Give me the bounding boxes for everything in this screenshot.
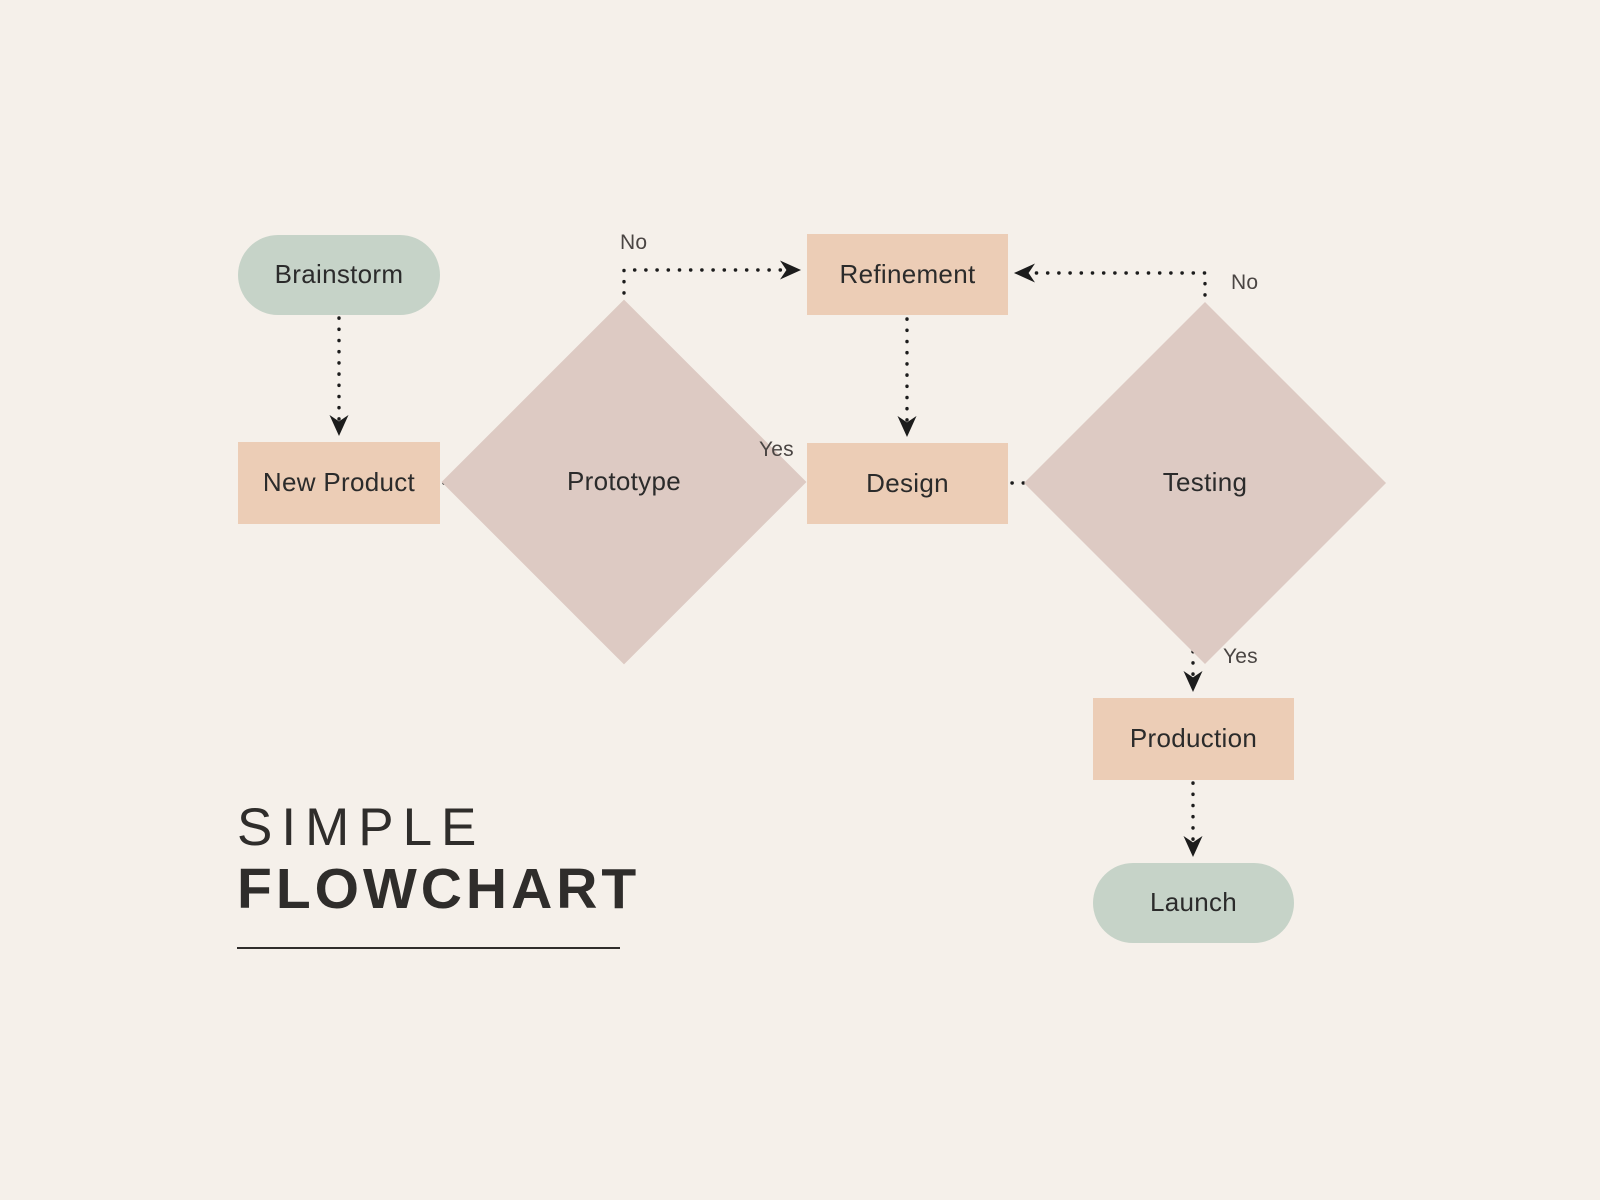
node-new-product[interactable]: New Product [238,442,440,524]
node-design[interactable]: Design [807,443,1008,524]
node-brainstorm[interactable]: Brainstorm [238,235,440,315]
edge-label-yes-design: Yes [759,438,794,461]
node-label-brainstorm: Brainstorm [274,259,404,290]
node-label-prototype: Prototype [567,466,681,497]
page-title-line-2: FLOWCHART [237,856,641,921]
node-prototype[interactable]: Prototype [441,299,807,665]
title-block: SIMPLE FLOWCHART [237,798,757,950]
node-production[interactable]: Production [1093,698,1294,780]
node-testing[interactable]: Testing [1023,301,1387,665]
node-refinement[interactable]: Refinement [807,234,1008,315]
node-launch[interactable]: Launch [1093,863,1294,943]
node-label-production: Production [1129,723,1258,754]
node-label-launch: Launch [1149,887,1238,918]
node-label-refinement: Refinement [839,258,976,289]
node-label-design: Design [866,467,949,498]
edge-label-no-prototype: No [620,231,648,254]
node-label-new-product: New Product [262,467,416,498]
edge-label-yes-production: Yes [1223,645,1258,668]
page-title-line-1: SIMPLE [237,798,486,857]
node-label-testing: Testing [1162,467,1248,498]
title-divider [237,947,620,950]
edge-label-no-testing: No [1231,271,1259,294]
